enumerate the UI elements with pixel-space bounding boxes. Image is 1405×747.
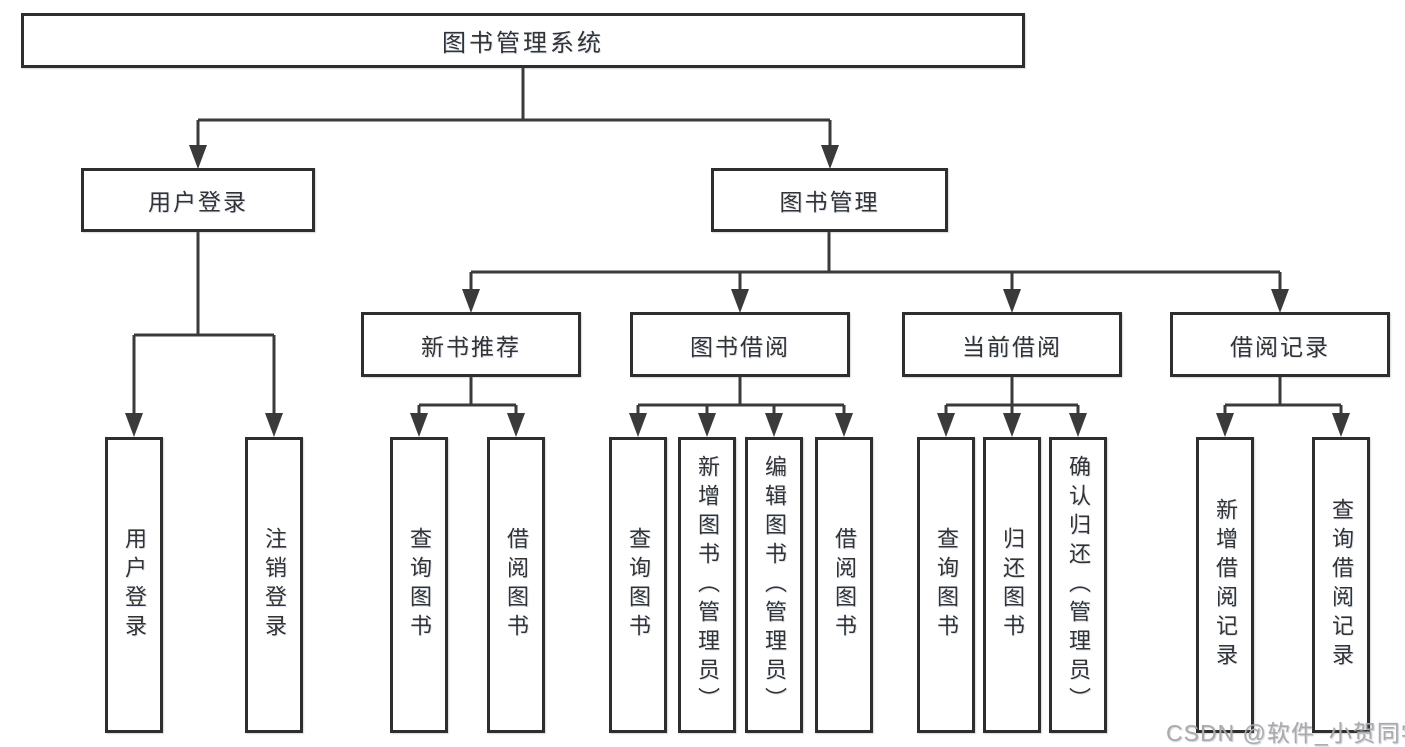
leaf-add-book-admin: 新增图书（管理员）: [678, 437, 736, 733]
node-label: 编辑图书（管理员）: [762, 454, 787, 716]
node-label: 归还图书: [1000, 527, 1025, 643]
leaf-query-borrow-record: 查询借阅记录: [1312, 437, 1370, 733]
arrowhead: [1216, 413, 1234, 437]
arrowhead: [765, 413, 783, 437]
arrowhead: [629, 413, 647, 437]
leaf-return-book: 归还图书: [983, 437, 1041, 733]
node-label: 新书推荐: [421, 333, 521, 360]
node-book-management: 图书管理: [711, 168, 948, 232]
node-label: 借阅图书: [504, 527, 529, 643]
leaf-borrow-books-borrow: 借阅图书: [815, 437, 873, 733]
node-library-management-system: 图书管理系统: [21, 13, 1025, 68]
csdn-watermark: CSDN @软件_小贺同学: [1166, 720, 1405, 746]
connector-newrec-children: [417, 377, 518, 416]
node-label: 确认归还（管理员）: [1066, 454, 1091, 716]
leaf-user-login: 用户登录: [105, 437, 163, 733]
arrowhead: [937, 413, 955, 437]
leaf-edit-book-admin: 编辑图书（管理员）: [745, 437, 803, 733]
arrowhead: [1271, 289, 1289, 313]
node-user-login: 用户登录: [81, 168, 315, 232]
arrowhead: [125, 413, 143, 437]
arrowhead: [1003, 413, 1021, 437]
connector-records-children: [1223, 377, 1343, 416]
arrowhead: [462, 289, 480, 313]
arrowhead: [731, 289, 749, 313]
arrowhead: [835, 413, 853, 437]
arrowhead: [1069, 413, 1087, 437]
node-label: 图书借阅: [690, 333, 790, 360]
arrowhead: [507, 413, 525, 437]
node-label: 当前借阅: [962, 333, 1062, 360]
leaf-add-borrow-record: 新增借阅记录: [1196, 437, 1254, 733]
leaf-query-books-current: 查询图书: [917, 437, 975, 733]
arrowhead: [189, 145, 207, 169]
connector-mgmt-to-level3: [469, 232, 1282, 291]
node-borrow-records: 借阅记录: [1170, 312, 1390, 377]
arrowhead: [821, 145, 839, 169]
node-label: 查询图书: [407, 527, 432, 643]
node-label: 新增借阅记录: [1213, 498, 1238, 672]
arrowhead: [410, 413, 428, 437]
node-label: 用户登录: [122, 527, 147, 643]
connector-root-to-level2: [196, 68, 832, 148]
leaf-query-books-newrec: 查询图书: [390, 437, 448, 733]
leaf-query-books-borrow: 查询图书: [609, 437, 667, 733]
connector-current-children: [944, 377, 1080, 416]
connector-login-children: [132, 232, 276, 416]
arrowhead: [1003, 289, 1021, 313]
node-book-borrow: 图书借阅: [630, 312, 850, 377]
node-label: 新增图书（管理员）: [695, 454, 720, 716]
arrowhead: [265, 413, 283, 437]
leaf-confirm-return-admin: 确认归还（管理员）: [1049, 437, 1107, 733]
leaf-logout-login: 注销登录: [245, 437, 303, 733]
node-label: 图书管理系统: [442, 30, 604, 57]
arrowhead: [698, 413, 716, 437]
node-label: 借阅记录: [1230, 333, 1330, 360]
leaf-borrow-books-newrec: 借阅图书: [487, 437, 545, 733]
node-label: 查询图书: [626, 527, 651, 643]
arrowhead: [1332, 413, 1350, 437]
node-current-borrow: 当前借阅: [902, 312, 1122, 377]
node-label: 借阅图书: [832, 527, 857, 643]
node-label: 注销登录: [262, 527, 287, 643]
node-new-book-recommend: 新书推荐: [361, 312, 581, 377]
node-label: 查询图书: [934, 527, 959, 643]
node-label: 图书管理: [779, 189, 880, 215]
connector-borrow-children: [636, 377, 846, 416]
node-label: 查询借阅记录: [1329, 498, 1354, 672]
node-label: 用户登录: [148, 189, 248, 215]
